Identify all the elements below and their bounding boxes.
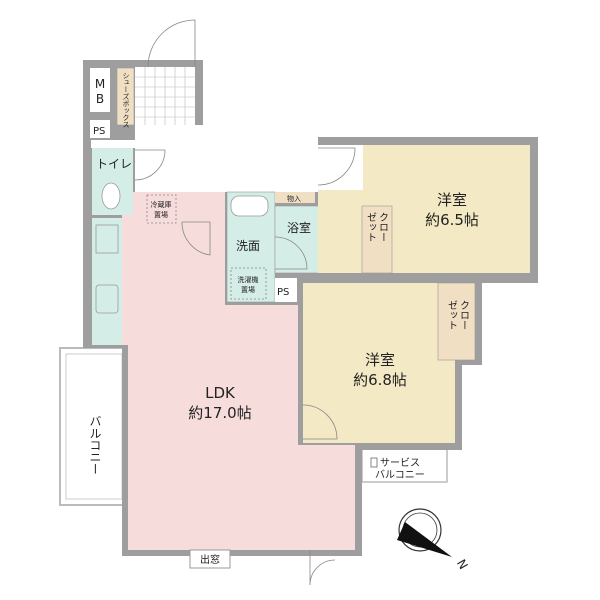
compass-label: N [454, 557, 471, 572]
hall [135, 125, 318, 192]
toilet-icon [101, 182, 121, 210]
fridge-space [146, 194, 177, 224]
washer-space [230, 267, 267, 300]
closet-1-line2: ゼット [365, 212, 377, 242]
storage-label: 物入 [287, 194, 301, 203]
washbasin [230, 195, 269, 217]
bath-label: 浴室 [287, 220, 311, 235]
closet-2-line1: クロー [458, 300, 469, 330]
mb [90, 68, 110, 112]
bedroom-2-name: 洋室 [365, 351, 395, 369]
ps-1-label: PS [93, 126, 105, 137]
balcony-label: バルコニー [88, 415, 102, 475]
fridge-label-2: 置場 [154, 210, 168, 219]
service-balcony [361, 444, 448, 483]
closet-1 [361, 205, 393, 274]
washer-label-2: 置場 [241, 285, 255, 294]
door-swings [134, 19, 356, 586]
washroom-label: 洗面 [236, 239, 260, 253]
ps-2-label: PS [277, 287, 289, 298]
bedroom-2-size: 約6.8帖 [353, 371, 407, 389]
mb-line1: M [95, 77, 105, 91]
service-balcony-label-1: サービス [380, 457, 420, 469]
fridge-label-1: 冷蔵庫 [151, 200, 172, 209]
kitchen-counter [92, 218, 122, 345]
stove [95, 224, 119, 254]
shoebox-label: シューズボックス [122, 72, 130, 128]
ps-2 [275, 278, 297, 302]
bedroom-1-name: 洋室 [437, 191, 467, 209]
closet-2 [437, 282, 476, 361]
bedroom-1-size: 約6.5帖 [425, 211, 479, 229]
service-balcony-label-2: バルコニー [375, 469, 425, 481]
bay-window [189, 549, 231, 569]
sink [95, 284, 119, 314]
closet-1-line1: クロー [377, 212, 388, 242]
ldk-size: 約17.0帖 [188, 404, 251, 422]
closet-2-line2: ゼット [446, 300, 458, 330]
toilet-label: トイレ [96, 157, 132, 171]
mb-line2: B [96, 92, 104, 106]
ps-1 [90, 120, 110, 138]
bay-window-label: 出窓 [200, 553, 220, 566]
balcony [59, 347, 129, 506]
ldk-name: LDK [205, 384, 236, 402]
shoebox [116, 67, 135, 126]
room-ldk [122, 192, 355, 550]
storage [275, 192, 315, 203]
compass-icon [397, 508, 452, 557]
washer-label-1: 洗濯機 [238, 275, 259, 284]
